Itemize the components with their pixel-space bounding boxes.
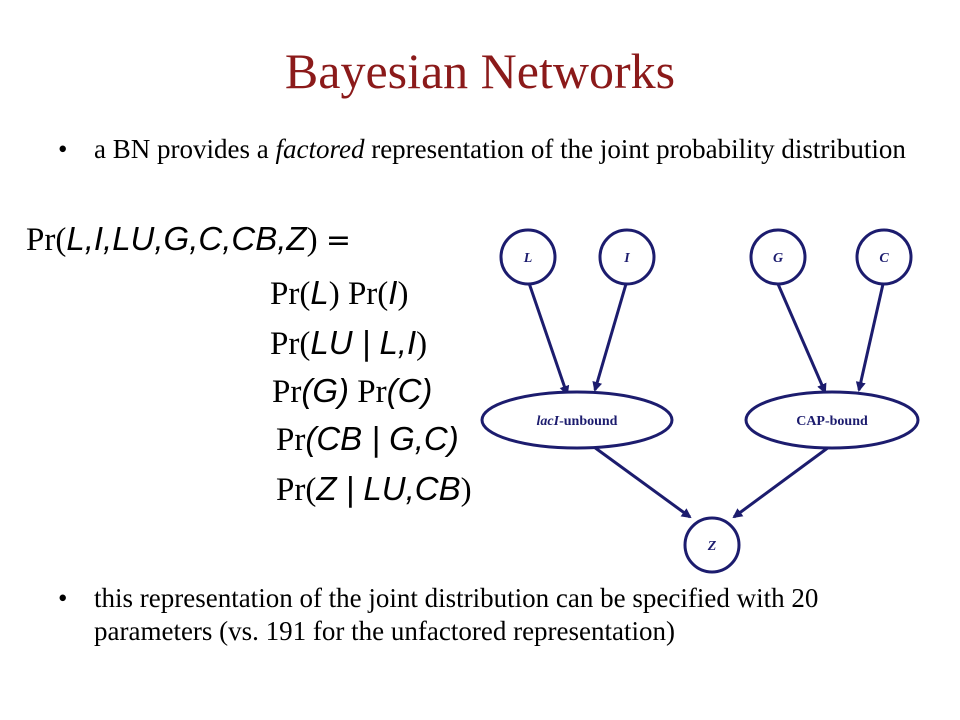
svg-text:Z: Z — [707, 539, 717, 554]
slide-title: Bayesian Networks — [284, 43, 676, 99]
edge-cap-to-z — [732, 445, 830, 519]
edge-l-to-laci — [527, 282, 570, 396]
node-g: G — [749, 228, 807, 286]
bullet-text: this representation of the joint distrib… — [94, 583, 819, 646]
formula-line-5: Pr(Z | LU,CB) — [276, 470, 472, 508]
node-laci-unbound: lacI-unbound — [480, 390, 674, 450]
svg-text:CAP-bound: CAP-bound — [796, 414, 868, 429]
node-i: I — [598, 228, 656, 286]
bullet-dot: • — [58, 583, 68, 613]
svg-text:C: C — [879, 251, 889, 266]
node-c: C — [855, 228, 913, 286]
formula-line-2: Pr(LU | L,I) — [270, 324, 428, 362]
emphasis-factored: factored — [275, 134, 365, 164]
node-l: L — [499, 228, 557, 286]
node-z: Z — [683, 516, 741, 574]
edge-laci-to-z — [593, 445, 692, 519]
svg-text:I: I — [623, 251, 630, 266]
node-cap-bound: CAP-bound — [744, 390, 920, 450]
formula-line-3: Pr(G) Pr(C) — [272, 372, 433, 410]
edge-c-to-cap — [855, 283, 885, 392]
edge-g-to-cap — [776, 283, 827, 394]
formula-line-4: Pr(CB | G,C) — [276, 420, 459, 458]
bullet-text: a BN provides a factored representation … — [94, 134, 906, 164]
edges — [527, 282, 885, 519]
formula-line-1: Pr(L) Pr(I) — [270, 274, 409, 312]
formula-joint: Pr(L,I,LU,G,C,CB,Z) = — [26, 220, 351, 258]
svg-text:G: G — [773, 251, 783, 266]
bullet-dot: • — [58, 134, 68, 164]
edge-i-to-laci — [592, 283, 628, 392]
svg-text:L: L — [523, 251, 533, 266]
nodes: L I G C lacI-unbound CAP-bound Z — [480, 228, 920, 574]
svg-text:lacI-unbound: lacI-unbound — [537, 414, 618, 429]
